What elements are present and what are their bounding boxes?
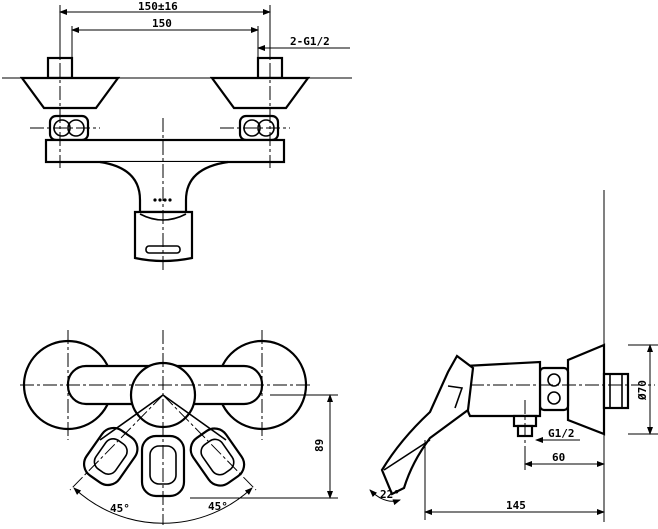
dim-thread: 2-G1/2 — [290, 35, 330, 48]
dim-60: 60 — [552, 451, 565, 464]
dim-150-tol: 150±16 — [138, 0, 178, 13]
dim-150: 150 — [152, 17, 172, 30]
side-flange — [566, 343, 606, 436]
dim-145: 145 — [506, 499, 526, 512]
dim-angle-left: 45° — [110, 502, 130, 515]
dim-22: 22° — [380, 488, 400, 501]
spout-neck — [99, 160, 229, 214]
side-body — [463, 360, 542, 418]
left-escutcheon — [19, 76, 121, 110]
side-inlet — [602, 372, 630, 410]
lever-left-position — [82, 426, 139, 487]
right-escutcheon — [209, 76, 311, 110]
dim-diameter: Ø70 — [636, 380, 649, 401]
mixer-body — [44, 138, 286, 164]
side-lever — [380, 354, 475, 496]
top-view: 45° 45° 89 — [20, 330, 338, 525]
dim-angle-right: 45° — [208, 500, 228, 513]
side-view: G1/2 60 145 22° Ø70 — [369, 190, 658, 522]
front-view: 150±16 150 2-G1/2 — [2, 0, 352, 270]
dim-side-thread: G1/2 — [548, 427, 575, 440]
dim-89: 89 — [313, 439, 326, 452]
